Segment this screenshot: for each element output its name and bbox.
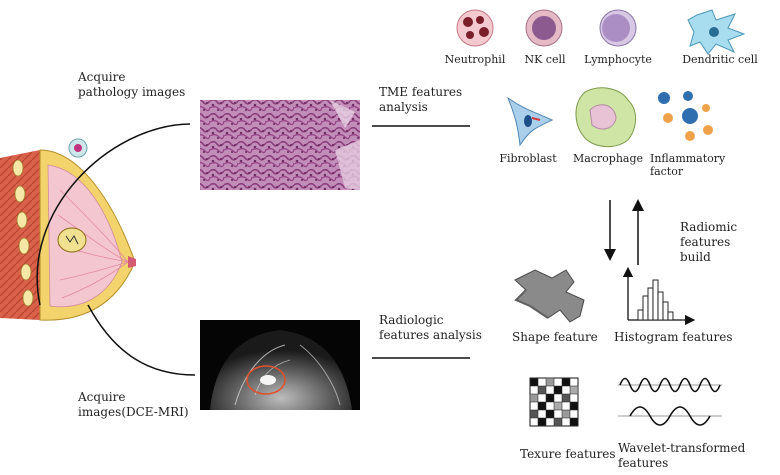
wavelet-features-label: Wavelet-transformed features [618,441,746,470]
nk-cell-icon [525,9,563,47]
breast-illustration [0,138,136,321]
wavelet-feature-icon [618,377,722,426]
tumor [57,227,87,253]
fibroblast-icon [506,96,554,147]
acquire-mri-label: Acquire images(DCE-MRI) [78,390,189,419]
shape-feature-label: Shape feature [512,330,598,344]
radiologic-features-analysis-label: Radiologic features analysis [379,313,482,342]
dendritic-cell-icon [687,9,746,55]
connector-mri-curve [87,304,196,376]
neutrophil-icon [456,9,494,47]
lymphocyte-icon [599,9,637,47]
inflammatory-factor-label: Inflammatory factor [650,152,726,178]
acquire-pathology-label: Acquire pathology images [78,70,186,99]
macrophage-label: Macrophage [572,152,644,165]
radiomic-features-build-label: Radiomic features build [680,220,738,264]
inflammatory-factor-icon [658,91,713,141]
connector-pathology-curve [36,123,191,306]
texture-features-label: Texure features [520,447,616,461]
nipple [128,256,136,268]
dendritic-cell-label: Dendritic cell [682,53,758,66]
fibroblast-label: Fibroblast [499,152,557,165]
shape-feature-icon [514,269,585,323]
ribs [12,159,34,307]
mri-image [200,320,360,410]
texture-feature-icon [529,377,579,427]
tumor-ring [246,365,286,395]
macrophage-icon [575,87,636,147]
pathology-image [200,100,360,190]
histogram-feature-icon [622,266,696,326]
tme-features-analysis-label: TME features analysis [379,85,463,114]
neutrophil-label: Neutrophil [444,53,506,66]
nk-cell-label: NK cell [524,53,566,66]
histogram-features-label: Histogram features [614,330,733,344]
lymphocyte-label: Lymphocyte [584,53,652,66]
